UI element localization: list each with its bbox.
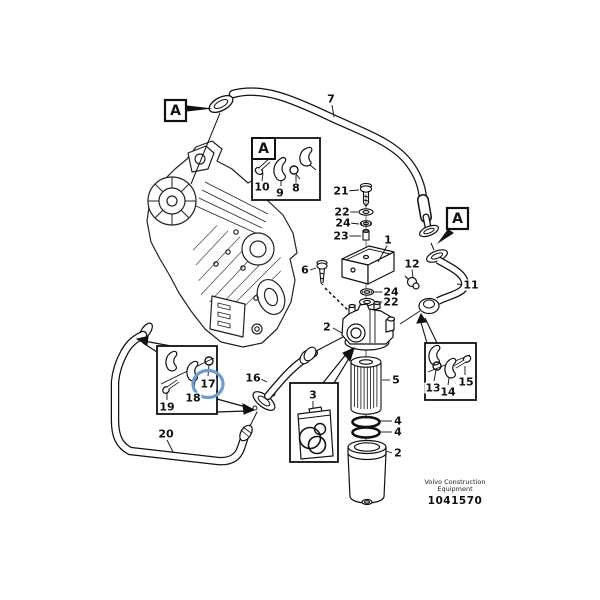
callout-8[interactable]: 8 <box>291 181 301 195</box>
part-17-highlight-circle <box>191 368 225 400</box>
callout-24-top[interactable]: 24 <box>334 216 352 230</box>
callout-16[interactable]: 16 <box>244 371 262 385</box>
callout-3[interactable]: 3 <box>308 388 318 402</box>
detail-box-right-contents <box>427 344 472 386</box>
callout-17[interactable]: 17 <box>199 377 217 391</box>
callout-23[interactable]: 23 <box>332 229 350 243</box>
bracket-1-drawing <box>341 245 395 285</box>
view-a-frame-right <box>445 206 470 231</box>
view-a-frame-left <box>163 98 188 123</box>
callout-15[interactable]: 15 <box>457 375 475 389</box>
detail-box-pointer-arrows <box>135 312 438 415</box>
callout-6[interactable]: 6 <box>300 263 310 277</box>
drawing-footer: Volvo Construction Equipment 1041570 <box>413 478 497 507</box>
view-label-a-left: A <box>170 102 181 119</box>
view-a-arrow-right <box>437 229 454 244</box>
callout-22-top[interactable]: 22 <box>333 205 351 219</box>
callout-10[interactable]: 10 <box>253 180 271 194</box>
footer-document-number: 1041570 <box>427 494 483 507</box>
footer-company-line1: Volvo Construction <box>424 478 486 486</box>
callout-4-upper[interactable]: 4 <box>393 414 403 428</box>
callout-9[interactable]: 9 <box>275 186 285 200</box>
view-a-arrow-left <box>187 105 213 112</box>
pipe-20-drawing <box>110 322 258 466</box>
callout-21[interactable]: 21 <box>332 184 350 198</box>
callout-11[interactable]: 11 <box>462 278 480 292</box>
callout-20[interactable]: 20 <box>157 427 175 441</box>
hose-7-drawing <box>208 87 440 238</box>
detail-box-a-label-frame <box>251 137 276 160</box>
callout-4-lower[interactable]: 4 <box>393 425 403 439</box>
view-label-a-detail: A <box>258 140 269 157</box>
footer-company-line2: Equipment <box>437 485 473 494</box>
leader-line-a-fitting <box>190 112 221 185</box>
callout-19[interactable]: 19 <box>158 400 176 414</box>
fitting-12-drawing <box>404 275 420 290</box>
view-label-a-right: A <box>452 210 463 227</box>
callout-22-mid[interactable]: 22 <box>382 295 400 309</box>
callout-2-canister[interactable]: 2 <box>393 446 403 460</box>
callout-13[interactable]: 13 <box>424 381 442 395</box>
callout-24-mid[interactable]: 24 <box>382 285 400 299</box>
callout-14[interactable]: 14 <box>439 385 457 399</box>
filter-element-drawing <box>350 356 382 415</box>
callout-18[interactable]: 18 <box>184 391 202 405</box>
filter-head-drawing <box>341 300 396 442</box>
callout-1[interactable]: 1 <box>383 233 393 247</box>
pipe-16-drawing <box>252 336 344 411</box>
callout-5[interactable]: 5 <box>391 373 401 387</box>
callout-7[interactable]: 7 <box>326 92 336 106</box>
filter-canister-drawing <box>347 439 387 506</box>
bolt-6-drawing <box>316 260 352 314</box>
callout-12[interactable]: 12 <box>403 257 421 271</box>
seal-kit-contents <box>297 401 334 460</box>
mounting-hardware-drawing <box>358 182 376 312</box>
callout-2-head[interactable]: 2 <box>322 320 332 334</box>
oring-4-drawings <box>351 415 381 439</box>
